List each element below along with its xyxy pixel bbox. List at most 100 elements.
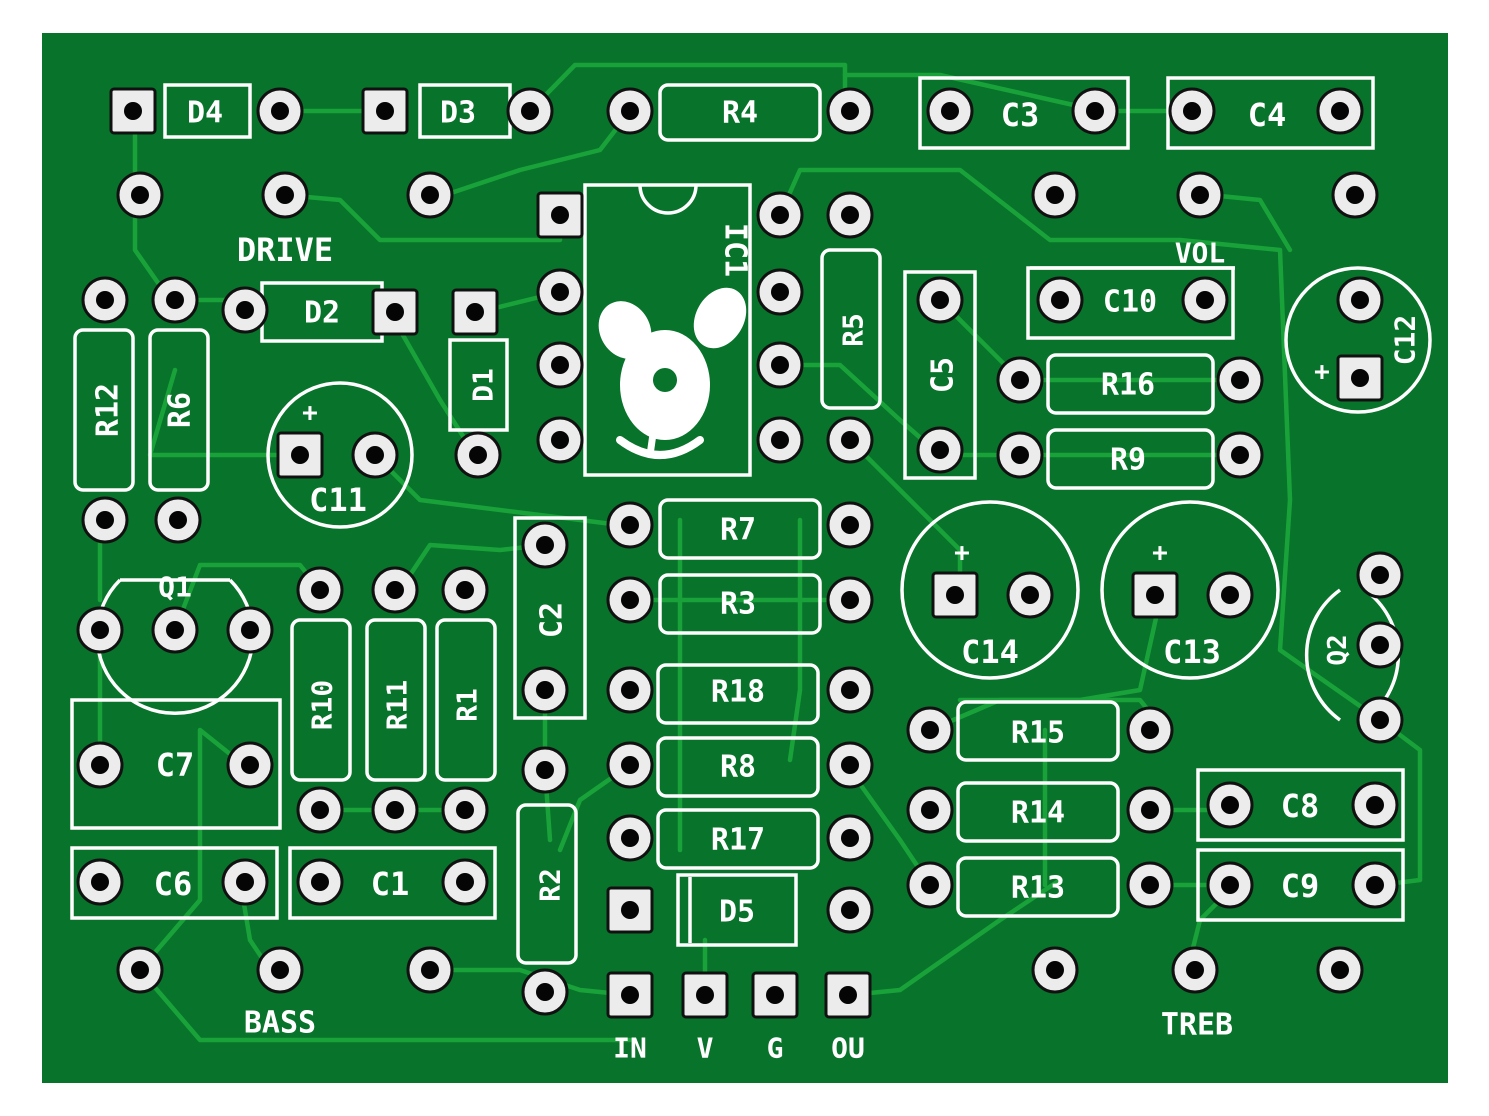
square-pad xyxy=(109,87,157,135)
round-pad xyxy=(81,496,129,544)
round-pad xyxy=(506,87,554,135)
round-pad xyxy=(826,416,874,464)
round-pad xyxy=(76,606,124,654)
label-c14: C14 xyxy=(961,633,1019,671)
round-pad xyxy=(351,431,399,479)
square-pad xyxy=(824,971,872,1019)
round-pad xyxy=(521,746,569,794)
round-pad xyxy=(826,501,874,549)
label-q2: Q2 xyxy=(1323,634,1353,665)
label-c11: C11 xyxy=(309,481,367,519)
polarity-mark: + xyxy=(954,538,970,568)
connector-label-g: G xyxy=(767,1032,784,1065)
round-pad xyxy=(1006,571,1054,619)
round-pad xyxy=(256,87,304,135)
label-r15: R15 xyxy=(1011,716,1065,751)
round-pad xyxy=(1206,781,1254,829)
label-q1: Q1 xyxy=(158,571,192,604)
round-pad xyxy=(826,741,874,789)
round-pad xyxy=(521,968,569,1016)
polarity-mark: + xyxy=(1314,357,1330,387)
label-r1: R1 xyxy=(451,688,484,722)
round-pad xyxy=(1171,946,1219,994)
label-r12: R12 xyxy=(91,383,126,437)
label-d2: D2 xyxy=(304,296,340,331)
round-pad xyxy=(226,741,274,789)
round-pad xyxy=(536,341,584,389)
connector-label-ou: OU xyxy=(831,1032,865,1065)
polarity-mark: + xyxy=(1152,538,1168,568)
round-pad xyxy=(1126,861,1174,909)
round-pad xyxy=(1071,87,1119,135)
round-pad xyxy=(1206,571,1254,619)
round-pad xyxy=(536,416,584,464)
round-pad xyxy=(406,946,454,994)
label-c8: C8 xyxy=(1281,787,1320,825)
label-c3: C3 xyxy=(1001,96,1040,134)
square-pad xyxy=(361,87,409,135)
round-pad xyxy=(226,606,274,654)
round-pad xyxy=(906,786,954,834)
round-pad xyxy=(1356,551,1404,599)
label-c13: C13 xyxy=(1163,633,1221,671)
label-d1: D1 xyxy=(467,368,500,402)
round-pad xyxy=(916,276,964,324)
round-pad xyxy=(606,814,654,862)
label-bass: BASS xyxy=(244,1006,316,1041)
round-pad xyxy=(81,276,129,324)
label-c6: C6 xyxy=(154,865,193,903)
label-r7: R7 xyxy=(720,513,756,548)
round-pad xyxy=(296,786,344,834)
round-pad xyxy=(1126,706,1174,754)
label-c10: C10 xyxy=(1103,285,1157,320)
round-pad xyxy=(1031,946,1079,994)
round-pad xyxy=(221,858,269,906)
round-pad xyxy=(151,606,199,654)
round-pad xyxy=(154,496,202,544)
label-c12: C12 xyxy=(1389,315,1422,366)
round-pad xyxy=(606,666,654,714)
label-r8: R8 xyxy=(720,750,756,785)
round-pad xyxy=(756,268,804,316)
round-pad xyxy=(76,741,124,789)
label-d4: D4 xyxy=(187,96,223,131)
label-ic1: IC1 xyxy=(718,223,753,277)
label-r11: R11 xyxy=(381,680,414,731)
round-pad xyxy=(756,341,804,389)
round-pad xyxy=(756,191,804,239)
square-pad xyxy=(451,288,499,336)
round-pad xyxy=(116,171,164,219)
round-pad xyxy=(906,706,954,754)
round-pad xyxy=(606,501,654,549)
round-pad xyxy=(441,786,489,834)
label-r13: R13 xyxy=(1011,871,1065,906)
label-r17: R17 xyxy=(711,823,765,858)
label-r4: R4 xyxy=(722,96,758,131)
round-pad xyxy=(1126,786,1174,834)
round-pad xyxy=(826,576,874,624)
round-pad xyxy=(916,426,964,474)
round-pad xyxy=(221,286,269,334)
square-pad xyxy=(1131,571,1179,619)
round-pad xyxy=(826,87,874,135)
square-pad xyxy=(1336,354,1384,402)
label-r6: R6 xyxy=(163,392,198,428)
round-pad xyxy=(1036,276,1084,324)
round-pad xyxy=(261,171,309,219)
round-pad xyxy=(906,861,954,909)
label-c9: C9 xyxy=(1281,867,1320,905)
label-d3: D3 xyxy=(440,96,476,131)
round-pad xyxy=(996,431,1044,479)
square-pad xyxy=(681,971,729,1019)
round-pad xyxy=(371,786,419,834)
round-pad xyxy=(296,858,344,906)
label-r10: R10 xyxy=(306,680,339,731)
round-pad xyxy=(1181,276,1229,324)
label-d5: D5 xyxy=(719,895,755,930)
round-pad xyxy=(1176,171,1224,219)
label-r14: R14 xyxy=(1011,796,1065,831)
round-pad xyxy=(536,268,584,316)
round-pad xyxy=(826,191,874,239)
round-pad xyxy=(606,741,654,789)
